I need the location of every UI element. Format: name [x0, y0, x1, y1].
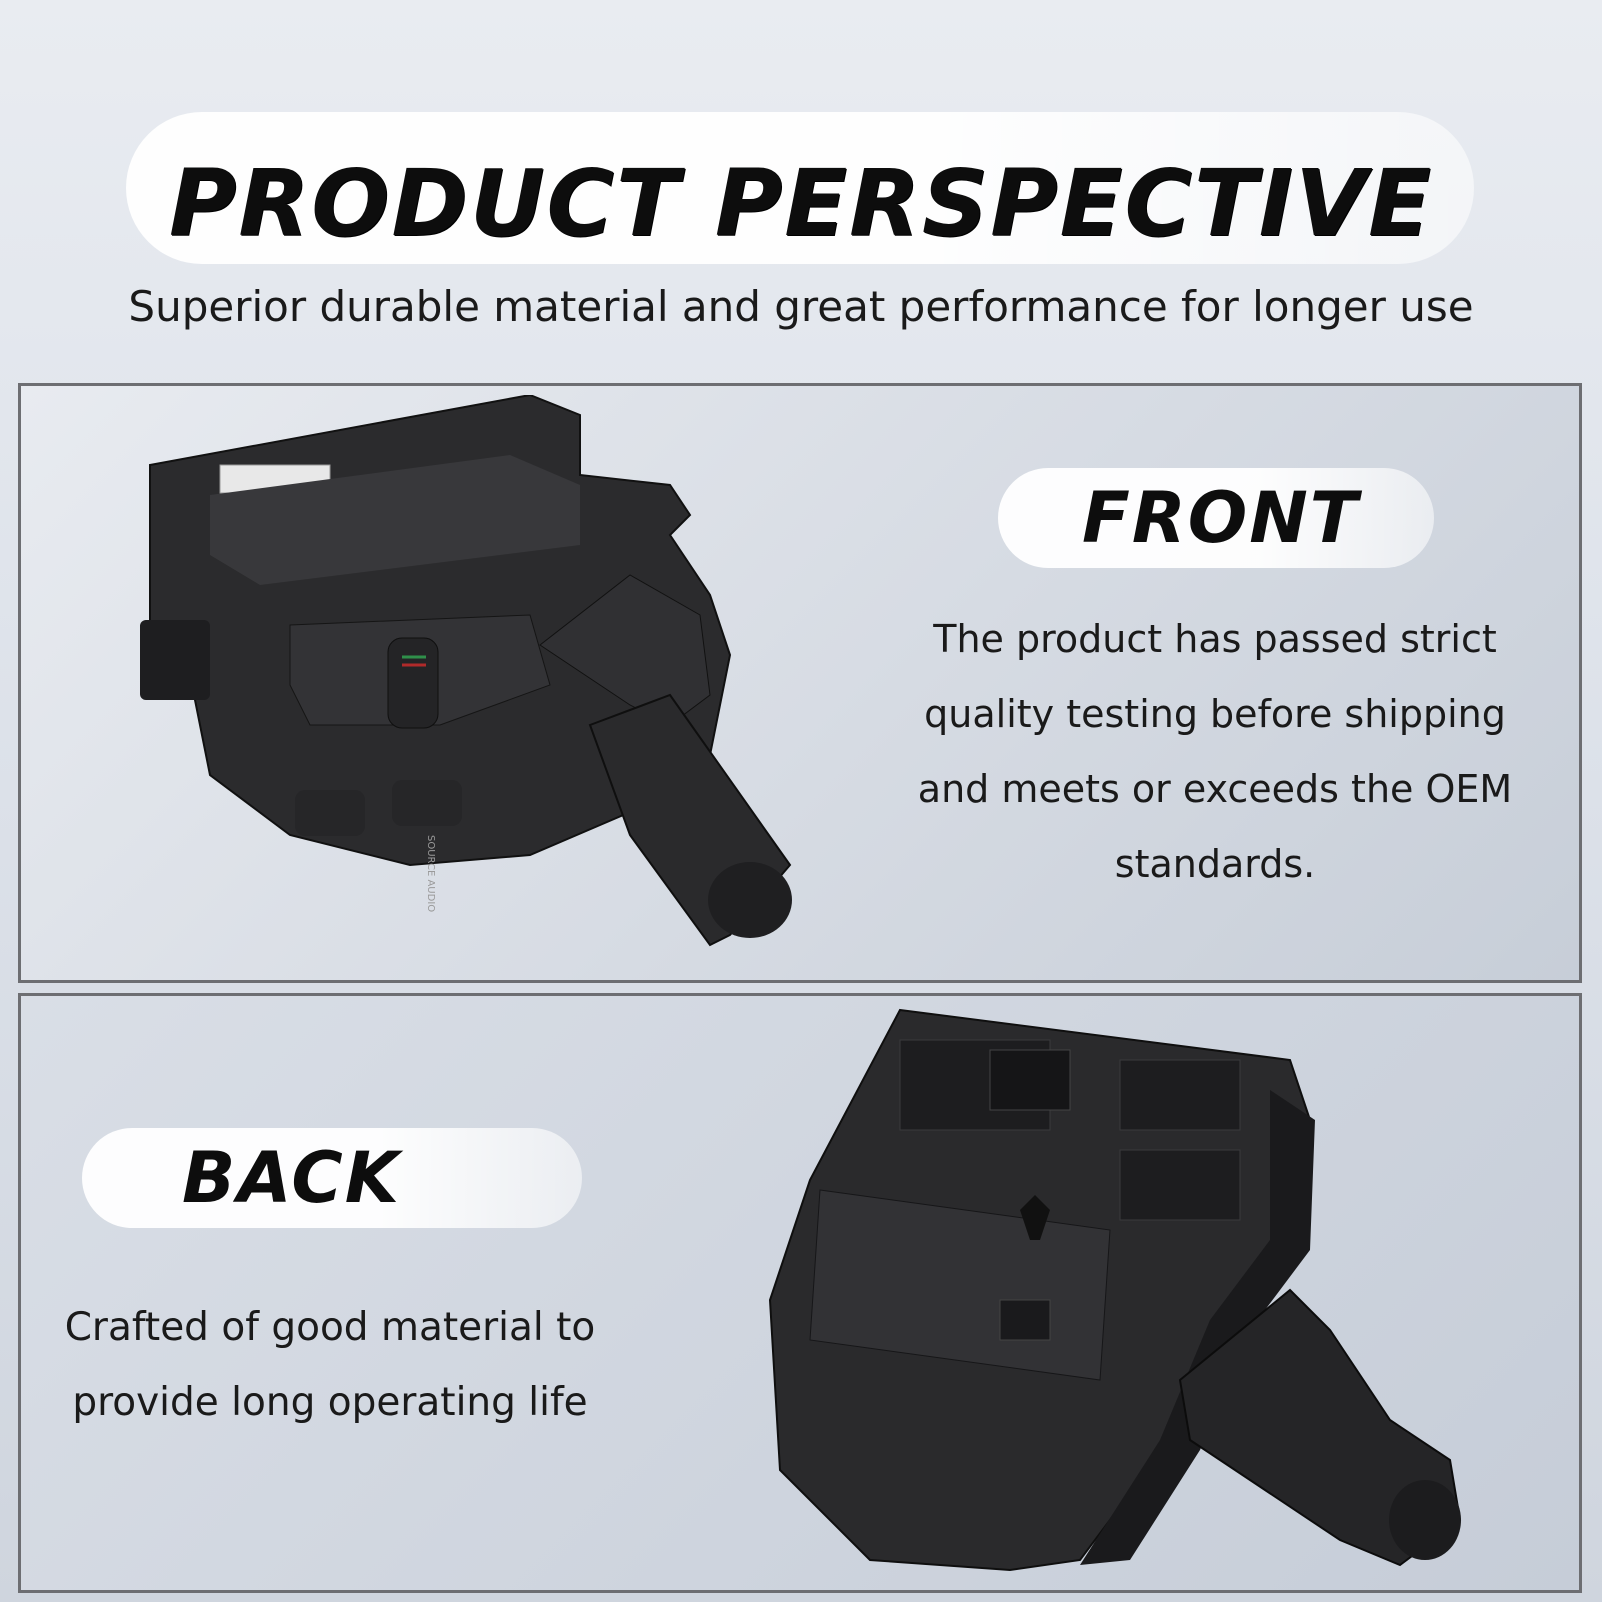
front-label: FRONT: [1082, 477, 1360, 559]
source-audio-label: SOURCE AUDIO: [425, 835, 436, 912]
front-description: The product has passed strict quality te…: [917, 617, 1513, 886]
back-label-pill: [82, 1128, 582, 1228]
page-subtitle: Superior durable material and great perf…: [128, 282, 1474, 331]
back-description: Crafted of good material to provide long…: [64, 1305, 596, 1425]
front-label-pill: [998, 468, 1434, 568]
page-title: PRODUCT PERSPECTIVE: [168, 150, 1434, 257]
front-product-image: SOURCE AUDIO: [140, 395, 792, 947]
back-label: BACK: [182, 1137, 401, 1219]
title-banner: [126, 112, 1474, 264]
back-product-image: [768, 1008, 1462, 1572]
